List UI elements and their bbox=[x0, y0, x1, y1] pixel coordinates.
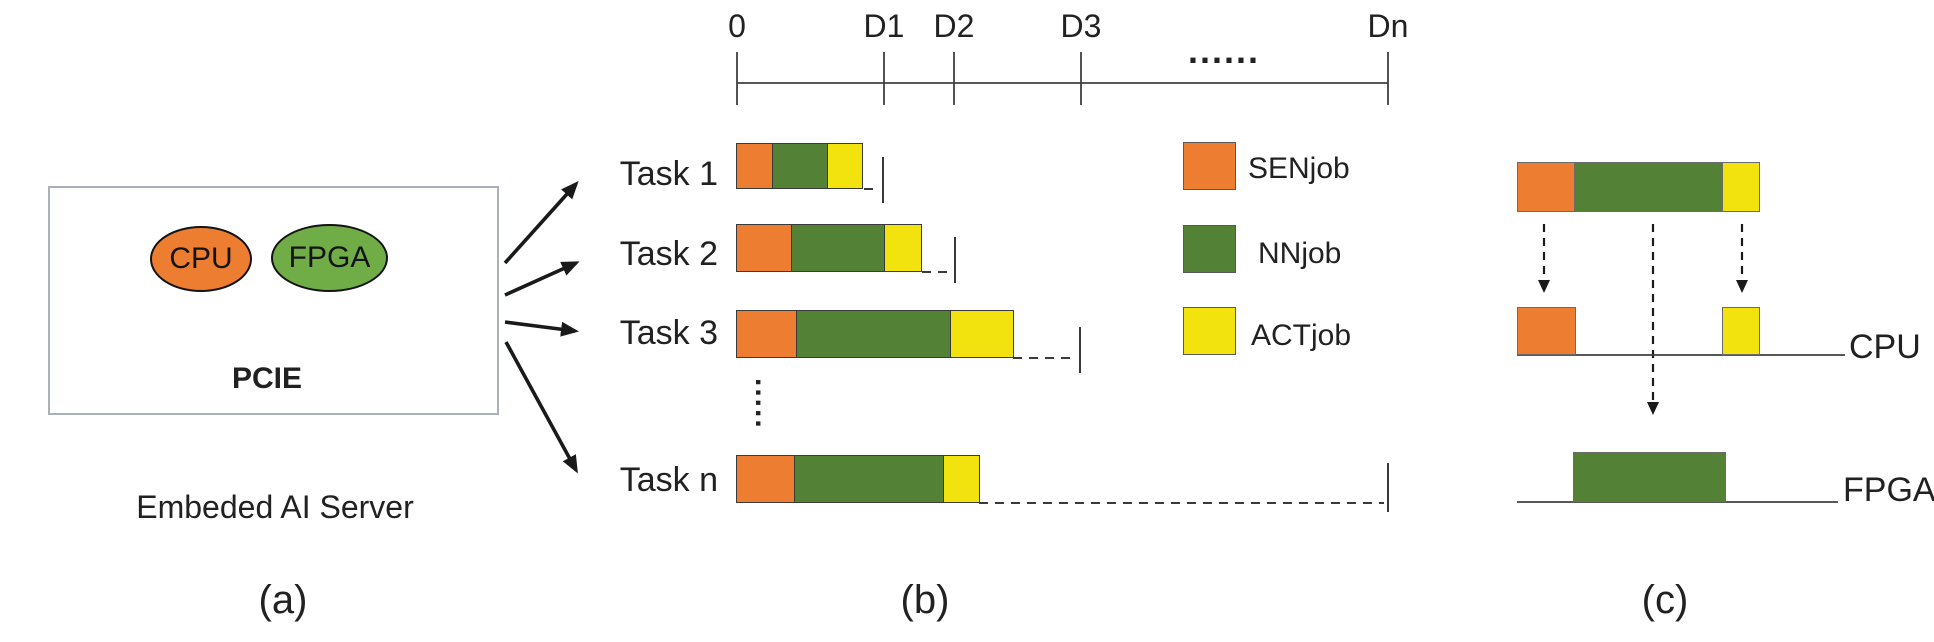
taskn-label: Task n bbox=[619, 461, 718, 499]
taskn-senjob-segment bbox=[736, 455, 796, 503]
fpga-ellipse-label: FPGA bbox=[288, 241, 371, 274]
timeline-label-d3: D3 bbox=[1060, 8, 1102, 44]
c-cpu-actjob-block bbox=[1722, 307, 1760, 355]
c-fpga-nnjob-block bbox=[1573, 452, 1726, 502]
caption-a: (a) bbox=[258, 578, 308, 622]
server-caption-label: Embeded AI Server bbox=[136, 489, 414, 525]
legend-label-actjob: ACTjob bbox=[1251, 319, 1352, 352]
timeline-label-d2: D2 bbox=[933, 8, 975, 44]
task3-senjob-segment bbox=[736, 310, 798, 358]
c-task-nnjob-segment bbox=[1574, 162, 1724, 212]
legend-label-senjob: SENjob bbox=[1248, 152, 1350, 185]
task3-label: Task 3 bbox=[619, 314, 718, 352]
timeline-label-d1: D1 bbox=[863, 8, 905, 44]
cpu-line-label: CPU bbox=[1849, 328, 1921, 366]
timeline-label-dn: Dn bbox=[1367, 8, 1409, 44]
task2-senjob-segment bbox=[736, 224, 793, 272]
task3-actjob-segment bbox=[950, 310, 1014, 358]
task2-nnjob-segment bbox=[791, 224, 886, 272]
fpga-ellipse: FPGA bbox=[271, 224, 388, 292]
arrow-to-task2 bbox=[504, 261, 580, 297]
task1-actjob-segment bbox=[827, 143, 863, 189]
timeline-label-0: 0 bbox=[728, 8, 746, 44]
arrow-to-task3 bbox=[504, 320, 579, 337]
pcie-bus-label: PCIE bbox=[231, 362, 303, 395]
legend-swatch-actjob bbox=[1183, 307, 1236, 355]
arrow-to-task1 bbox=[503, 181, 579, 265]
cpu-ellipse: CPU bbox=[150, 226, 252, 292]
task1-label: Task 1 bbox=[619, 155, 718, 193]
c-cpu-senjob-block bbox=[1517, 307, 1576, 355]
c-task-senjob-segment bbox=[1517, 162, 1576, 212]
taskn-actjob-segment bbox=[943, 455, 980, 503]
server-box bbox=[48, 186, 499, 415]
task3-nnjob-segment bbox=[796, 310, 952, 358]
caption-b: (b) bbox=[900, 578, 950, 622]
task1-senjob-segment bbox=[736, 143, 774, 189]
legend-swatch-senjob bbox=[1183, 142, 1236, 190]
tasks-ellipsis-dots: ..... bbox=[749, 378, 782, 430]
task1-nnjob-segment bbox=[772, 143, 829, 189]
task2-actjob-segment bbox=[884, 224, 922, 272]
task2-label: Task 2 bbox=[619, 235, 718, 273]
legend-swatch-nnjob bbox=[1183, 225, 1236, 273]
caption-c: (c) bbox=[1641, 578, 1689, 622]
taskn-nnjob-segment bbox=[794, 455, 945, 503]
arrow-to-taskn bbox=[504, 341, 578, 474]
fpga-line-label: FPGA bbox=[1843, 471, 1934, 509]
timeline-ellipsis-dots: ...... bbox=[1188, 30, 1261, 71]
legend-label-nnjob: NNjob bbox=[1258, 237, 1342, 270]
cpu-ellipse-label: CPU bbox=[169, 242, 233, 275]
c-task-actjob-segment bbox=[1722, 162, 1760, 212]
